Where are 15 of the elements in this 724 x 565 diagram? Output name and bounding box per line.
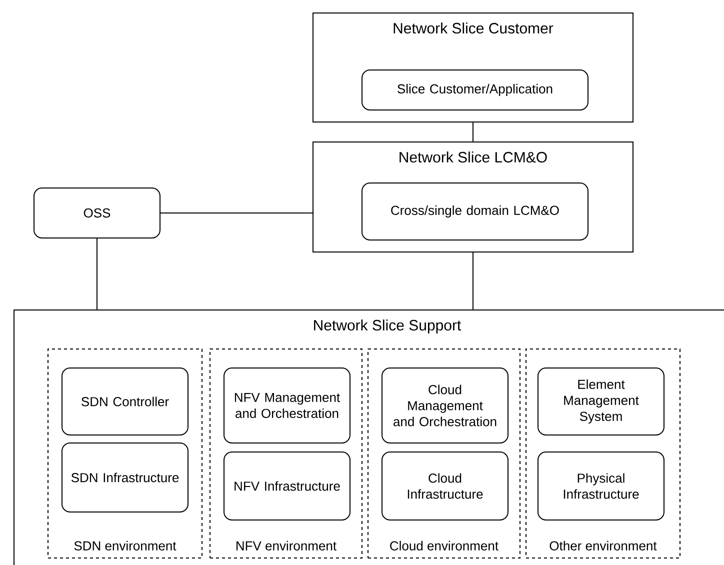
connector-line (160, 212, 313, 214)
connector-line (96, 238, 98, 310)
process-box: NFV Infrastructure (224, 452, 350, 520)
process-box: SDN Controller (62, 368, 188, 436)
process-box: Element Management System (538, 368, 664, 436)
process-box: Physical Infrastructure (538, 452, 664, 520)
process-box: Cloud Management and Orchestration (382, 368, 508, 444)
process-box: OSS (34, 188, 160, 238)
connector-line (472, 252, 474, 310)
process-box: NFV Management and Orchestration (224, 368, 350, 444)
connector-line (472, 122, 474, 142)
process-box: SDN Infrastructure (62, 442, 188, 512)
process-box: Slice Customer/Application (362, 70, 588, 110)
process-box: Cloud Infrastructure (382, 452, 508, 520)
process-box: Cross/single domain LCM&O (362, 182, 588, 240)
